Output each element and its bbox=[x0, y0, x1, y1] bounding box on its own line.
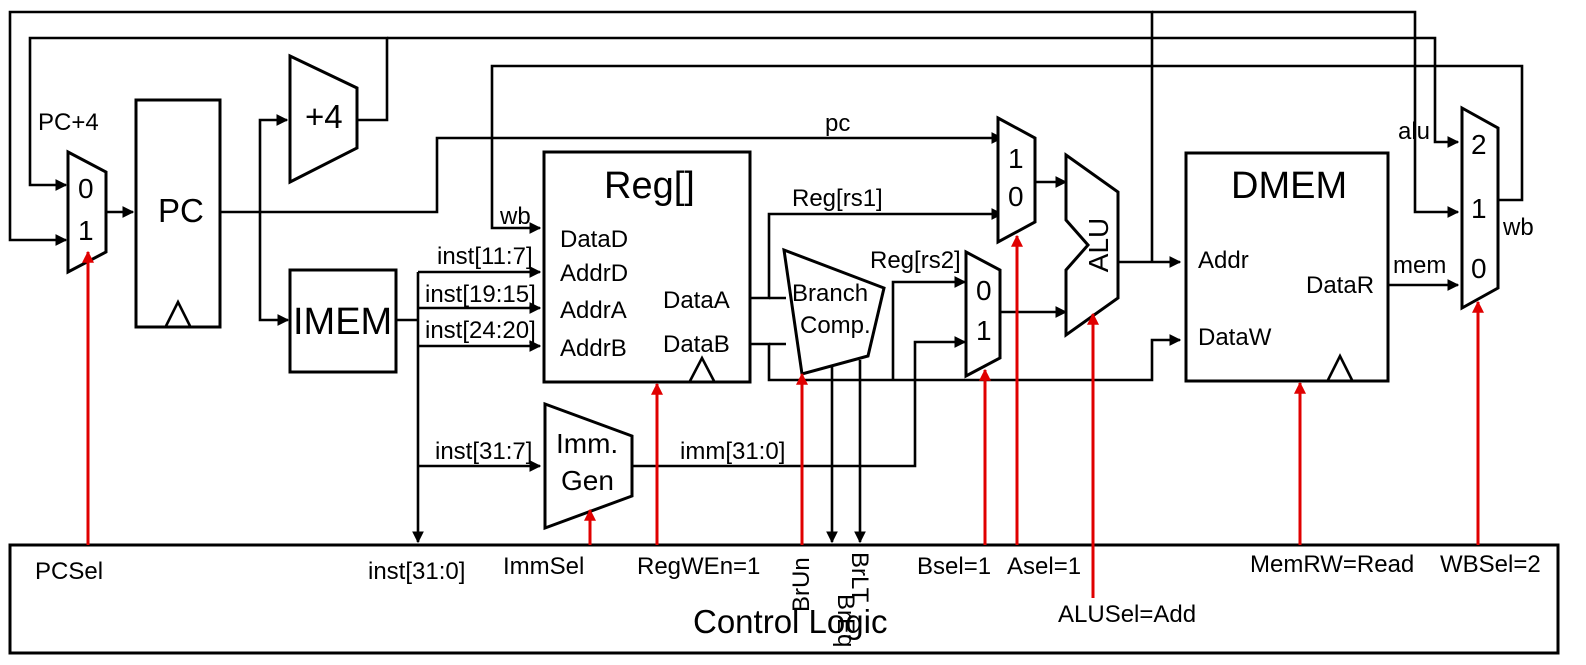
a-mux-input-0: 0 bbox=[1008, 181, 1024, 212]
alu bbox=[1064, 152, 1120, 338]
label-bsel: Bsel=1 bbox=[917, 553, 991, 580]
label-inst-31-0: inst[31:0] bbox=[368, 558, 465, 585]
label-wb-reg: wb bbox=[499, 203, 531, 230]
wire-rs2 bbox=[750, 334, 1182, 382]
a-mux-input-1: 1 bbox=[1008, 143, 1024, 174]
plus4-adder bbox=[288, 53, 359, 185]
pc-register-label: PC bbox=[158, 192, 204, 229]
wire-alu-to-wbmux bbox=[1152, 10, 1460, 218]
wire-labels: PC+4 pc wb inst[11:7] inst[19:15] inst[2… bbox=[38, 109, 1534, 465]
pc-clock-icon bbox=[164, 299, 192, 327]
wire-rs1 bbox=[750, 208, 1004, 300]
wb-mux bbox=[1460, 105, 1500, 311]
label-imm: imm[31:0] bbox=[680, 438, 785, 465]
regfile-port-addra: AddrA bbox=[560, 297, 627, 324]
label-inst-19-15: inst[19:15] bbox=[425, 281, 536, 308]
b-mux bbox=[964, 249, 1002, 379]
label-pc4: PC+4 bbox=[38, 109, 99, 136]
label-alu: alu bbox=[1398, 118, 1430, 145]
dmem-port-addr: Addr bbox=[1198, 247, 1249, 274]
label-alusel: ALUSel=Add bbox=[1058, 601, 1196, 628]
control-logic bbox=[8, 543, 1560, 655]
dmem-port-dataw: DataW bbox=[1198, 324, 1272, 351]
imm-gen-label-1: Imm. bbox=[556, 428, 618, 459]
pc-mux-input-0: 0 bbox=[78, 173, 94, 204]
pc-register bbox=[134, 98, 222, 329]
label-wb-out: wb bbox=[1502, 214, 1534, 241]
dmem bbox=[1184, 151, 1390, 383]
label-rs2: Reg[rs2] bbox=[870, 247, 961, 274]
wb-mux-input-1: 1 bbox=[1471, 193, 1487, 224]
label-inst-31-7: inst[31:7] bbox=[435, 438, 532, 465]
label-pc: pc bbox=[825, 110, 850, 137]
wb-mux-input-2: 2 bbox=[1471, 129, 1487, 160]
wire-imm bbox=[632, 336, 967, 468]
wire-group bbox=[8, 10, 1524, 544]
label-rs1: Reg[rs1] bbox=[792, 185, 883, 212]
wire-pc-to-plus4 bbox=[258, 114, 289, 212]
wb-mux-input-0: 0 bbox=[1471, 253, 1487, 284]
label-asel: Asel=1 bbox=[1007, 553, 1081, 580]
imem-label: IMEM bbox=[293, 301, 392, 343]
dmem-clock-icon bbox=[1326, 353, 1354, 381]
wire-wb-to-regfile bbox=[490, 64, 1524, 234]
plus4-label: +4 bbox=[305, 98, 343, 135]
a-mux bbox=[996, 115, 1037, 245]
branch-label-2: Comp. bbox=[800, 312, 871, 339]
label-mem: mem bbox=[1393, 252, 1446, 279]
imm-gen-label-2: Gen bbox=[561, 465, 614, 496]
control-signals bbox=[82, 234, 1484, 598]
regfile-port-datab: DataB bbox=[663, 331, 730, 358]
label-immsel: ImmSel bbox=[503, 553, 584, 580]
regfile-port-dataa: DataA bbox=[663, 287, 730, 314]
regfile-port-addrb: AddrB bbox=[560, 335, 627, 362]
b-mux-input-1: 1 bbox=[976, 315, 992, 346]
label-regwen: RegWEn=1 bbox=[637, 553, 760, 580]
register-file bbox=[542, 150, 752, 384]
regfile-port-addrd: AddrD bbox=[560, 260, 628, 287]
wire-alu-to-pcmux bbox=[8, 10, 1154, 262]
alu-label: ALU bbox=[1083, 218, 1114, 272]
imm-gen bbox=[543, 401, 634, 531]
regfile-port-datad: DataD bbox=[560, 226, 628, 253]
wire-pc4-to-pcmux bbox=[28, 36, 389, 191]
wire-pc-out bbox=[220, 132, 1004, 214]
blocks: 0 1 PC +4 IMEM Reg[] DataD AddrD AddrA A… bbox=[8, 53, 1560, 655]
pc-mux bbox=[66, 149, 108, 275]
dmem-port-datar: DataR bbox=[1306, 272, 1374, 299]
wire-rs2-to-bmux bbox=[891, 276, 967, 380]
dmem-title: DMEM bbox=[1231, 165, 1347, 207]
label-inst-24-20: inst[24:20] bbox=[425, 317, 536, 344]
branch-label-1: Branch bbox=[792, 280, 868, 307]
signal-labels: PCSel inst[31:0] ImmSel RegWEn=1 BrUn Br… bbox=[35, 551, 1541, 647]
pc-mux-input-1: 1 bbox=[78, 215, 94, 246]
label-breq: BrEq bbox=[832, 594, 859, 647]
label-inst-11-7: inst[11:7] bbox=[437, 243, 533, 270]
label-brlt: BrLT bbox=[846, 552, 873, 603]
label-pcsel: PCSel bbox=[35, 558, 103, 585]
regfile-title: Reg[] bbox=[604, 165, 695, 207]
control-logic-label: Control Logic bbox=[693, 603, 887, 640]
label-wbsel: WBSel=2 bbox=[1440, 551, 1541, 578]
wire-pc4-to-wbmux bbox=[387, 36, 1460, 148]
regfile-clock-icon bbox=[688, 355, 716, 382]
b-mux-input-0: 0 bbox=[976, 275, 992, 306]
wire-pc-to-imem bbox=[258, 212, 290, 326]
branch-comparator bbox=[782, 247, 886, 376]
imem bbox=[288, 268, 398, 374]
label-brun: BrUn bbox=[788, 557, 815, 612]
label-memrw: MemRW=Read bbox=[1250, 551, 1414, 578]
